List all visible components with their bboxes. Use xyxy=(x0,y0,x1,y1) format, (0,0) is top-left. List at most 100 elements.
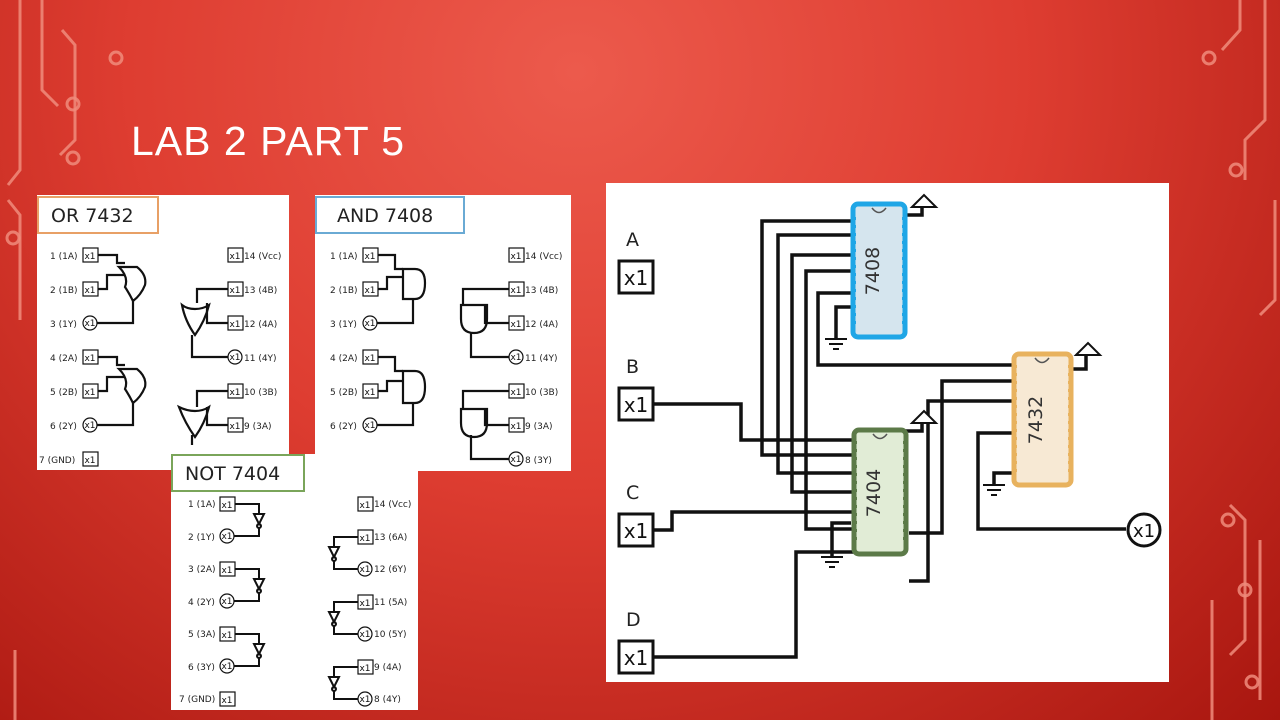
or-pin-label: 4 (2A) xyxy=(50,354,78,364)
not-pin-label: 5 (3A) xyxy=(188,630,216,640)
or-gate-icon xyxy=(176,404,211,439)
ground-icon xyxy=(983,484,1005,496)
not-pin-label: 3 (2A) xyxy=(188,565,216,575)
and-pin-label: 11 (4Y) xyxy=(525,354,558,364)
svg-text:x1: x1 xyxy=(229,422,240,432)
or-pin-label: 5 (2B) xyxy=(50,388,78,398)
not-pin-label: 2 (1Y) xyxy=(188,533,215,543)
not-pin-label: 1 (1A) xyxy=(188,500,216,510)
input-a-box xyxy=(617,259,655,295)
svg-text:x1: x1 xyxy=(84,388,95,398)
and-gate-icon xyxy=(401,267,427,301)
vcc-icon xyxy=(909,193,939,208)
input-label-c: C xyxy=(626,482,639,504)
svg-text:x1: x1 xyxy=(510,252,521,262)
svg-text:x1: x1 xyxy=(221,501,232,511)
and-pin-label: 13 (4B) xyxy=(525,286,558,296)
and-gate-icon xyxy=(401,369,427,405)
and-pin-label: 8 (3Y) xyxy=(525,456,552,466)
svg-text:x1: x1 xyxy=(624,519,649,543)
or-gate-icon xyxy=(116,265,147,303)
input-b-box xyxy=(617,386,655,422)
svg-text:x1: x1 xyxy=(510,388,521,398)
not-pin-label: 13 (6A) xyxy=(374,533,407,543)
or-pin-label: 13 (4B) xyxy=(244,286,277,296)
not-gate-icon xyxy=(252,513,266,527)
not-pin-label: 11 (5A) xyxy=(374,598,407,608)
not-pin-label: 6 (3Y) xyxy=(188,663,215,673)
and-pin-label: 3 (1Y) xyxy=(330,320,357,330)
and-pin-label: 2 (1B) xyxy=(330,286,358,296)
not-pin-label: 4 (2Y) xyxy=(188,598,215,608)
and-gate-icon xyxy=(459,407,489,439)
chip-7408 xyxy=(850,201,908,340)
chip-7404 xyxy=(851,427,909,557)
or-header-box xyxy=(37,196,159,234)
svg-text:x1: x1 xyxy=(624,266,649,290)
svg-text:x1: x1 xyxy=(359,630,370,640)
svg-text:x1: x1 xyxy=(229,320,240,330)
ground-icon xyxy=(825,338,847,350)
or-pin-label: 12 (4A) xyxy=(244,320,277,330)
svg-text:x1: x1 xyxy=(84,286,95,296)
svg-text:x1: x1 xyxy=(221,662,232,672)
not-header-box xyxy=(171,454,305,492)
svg-text:x1: x1 xyxy=(221,696,232,706)
or-gate-icon xyxy=(116,367,147,405)
or-7432-pinout-panel: OR 7432 1 (1A) 2 (1B) 3 (1Y) 4 (2A) 5 (2… xyxy=(37,195,289,470)
vcc-icon xyxy=(1073,341,1103,356)
svg-text:x1: x1 xyxy=(510,286,521,296)
vcc-icon xyxy=(909,409,939,424)
ground-icon xyxy=(821,556,843,568)
or-pin-label: 3 (1Y) xyxy=(50,320,77,330)
svg-text:x1: x1 xyxy=(624,393,649,417)
svg-text:x1: x1 xyxy=(359,664,370,674)
not-pin-label: 14 (Vcc) xyxy=(374,500,411,510)
svg-text:x1: x1 xyxy=(364,354,375,364)
svg-text:x1: x1 xyxy=(510,353,521,363)
svg-text:x1: x1 xyxy=(364,319,375,329)
not-pin-label: 10 (5Y) xyxy=(374,630,407,640)
svg-text:x1: x1 xyxy=(359,534,370,544)
and-pin-label: 14 (Vcc) xyxy=(525,252,562,262)
svg-text:x1: x1 xyxy=(364,252,375,262)
not-7404-pinout-panel: NOT 7404 1 (1A) 2 (1Y) 3 (2A) 4 (2Y) 5 (… xyxy=(171,454,418,710)
and-7408-pinout-panel: AND 7408 1 (1A) 2 (1B) 3 (1Y) 4 (2A) 5 (… xyxy=(315,195,571,471)
and-header-box xyxy=(315,196,465,234)
not-gate-icon xyxy=(252,578,266,592)
not-pin-label: 8 (4Y) xyxy=(374,695,401,705)
output-marker: x1 xyxy=(1133,521,1155,542)
chip-7432-label: 7432 xyxy=(1025,396,1047,444)
not-pin-label: 9 (4A) xyxy=(374,663,402,673)
slide-title: LAB 2 PART 5 xyxy=(131,118,406,164)
svg-text:x1: x1 xyxy=(364,421,375,431)
svg-text:x1: x1 xyxy=(229,252,240,262)
not-header: NOT 7404 xyxy=(185,463,280,485)
not-pin-label: 7 (GND) xyxy=(179,695,215,705)
or-header: OR 7432 xyxy=(51,205,134,227)
input-label-d: D xyxy=(626,609,641,631)
svg-text:x1: x1 xyxy=(510,455,521,465)
svg-text:x1: x1 xyxy=(229,353,240,363)
svg-text:x1: x1 xyxy=(359,695,370,705)
svg-text:x1: x1 xyxy=(84,252,95,262)
and-pin-label: 4 (2A) xyxy=(330,354,358,364)
or-pin-label: 7 (GND) xyxy=(39,456,75,466)
not-pin-label: 12 (6Y) xyxy=(374,565,407,575)
or-pin-label: 10 (3B) xyxy=(244,388,277,398)
and-pin-label: 10 (3B) xyxy=(525,388,558,398)
svg-text:x1: x1 xyxy=(221,597,232,607)
svg-text:x1: x1 xyxy=(221,566,232,576)
chip-7408-label: 7408 xyxy=(862,247,884,295)
svg-text:x1: x1 xyxy=(229,388,240,398)
and-gate-icon xyxy=(459,303,489,335)
svg-text:x1: x1 xyxy=(84,319,95,329)
and-pin-label: 1 (1A) xyxy=(330,252,358,262)
and-pin-label: 9 (3A) xyxy=(525,422,553,432)
output-probe xyxy=(1126,512,1162,548)
svg-text:x1: x1 xyxy=(84,354,95,364)
and-pin-label: 5 (2B) xyxy=(330,388,358,398)
or-pin-label: 2 (1B) xyxy=(50,286,78,296)
svg-text:x1: x1 xyxy=(624,646,649,670)
